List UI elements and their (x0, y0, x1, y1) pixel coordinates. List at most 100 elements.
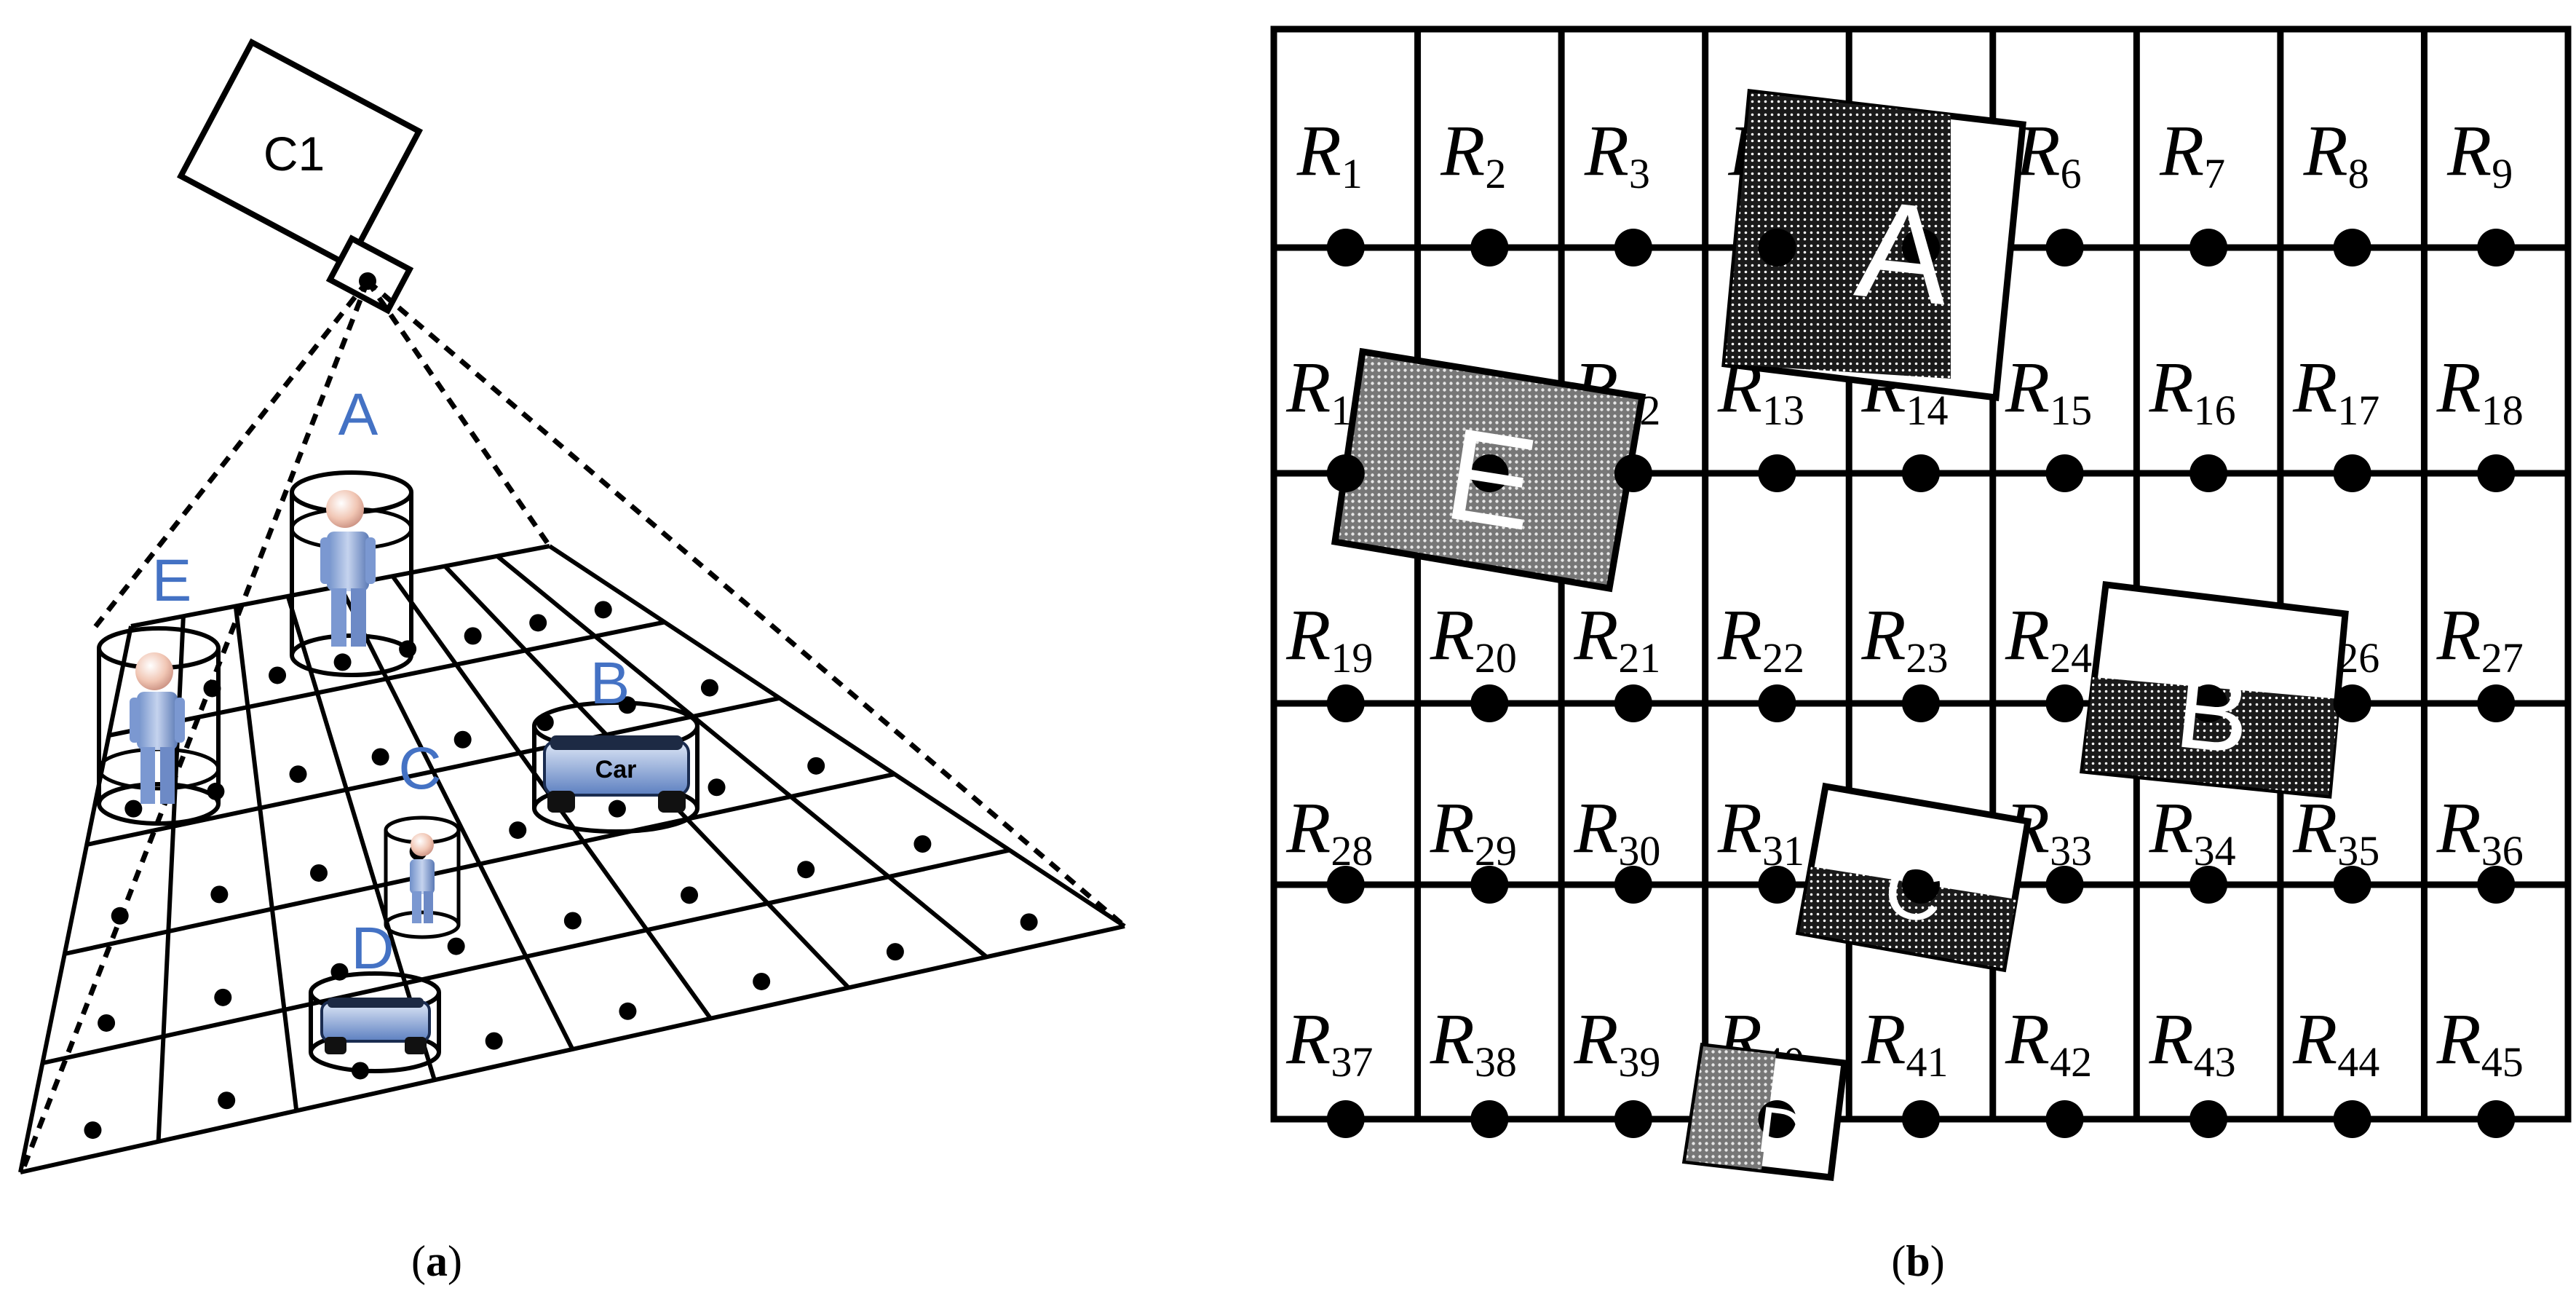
region-label: R18 (2436, 347, 2524, 434)
grid-point (608, 799, 626, 818)
camera-field-of-view (19, 279, 1127, 1174)
region-center-point (1902, 1100, 1940, 1138)
region-center-point (1902, 454, 1940, 492)
region-center-point (1758, 454, 1796, 492)
region-label: R44 (2292, 998, 2379, 1086)
region-label: R28 (1285, 787, 1373, 874)
region-center-point (2333, 229, 2371, 266)
camera-c1: C1 (176, 38, 424, 315)
object-b-label: B (590, 650, 630, 716)
object-c-person (384, 816, 461, 939)
region-label: R43 (2149, 998, 2236, 1086)
grid-point (447, 937, 465, 955)
grid-point (594, 601, 612, 619)
region-label: R15 (2005, 347, 2092, 434)
region-center-point (1326, 454, 1365, 492)
grid-point (509, 821, 527, 840)
ground-plane-grid (18, 544, 1126, 1174)
region-center-point (1470, 1100, 1509, 1138)
fov-line (365, 279, 1127, 928)
region-center-point (1326, 229, 1365, 266)
region-center-point (2333, 1100, 2371, 1138)
grid-point (708, 778, 726, 797)
grid-point (218, 1091, 236, 1110)
region-center-point (1470, 454, 1509, 492)
region-center-point (2477, 1100, 2516, 1138)
region-label: R23 (1860, 594, 1948, 682)
object-d-label: D (351, 915, 394, 982)
region-center-point (1902, 684, 1940, 722)
region-center-point (2045, 1100, 2084, 1138)
grid-point (797, 861, 815, 879)
grid-line (233, 606, 299, 1111)
grid-line (20, 924, 1125, 1174)
region-label: R1 (1296, 110, 1363, 197)
car-icon (320, 998, 431, 1054)
region-label: R8 (2303, 110, 2369, 197)
region-label: R36 (2436, 787, 2524, 874)
grid-line (86, 695, 780, 847)
object-d-car (309, 971, 441, 1073)
person-figure-icon (320, 490, 376, 647)
grid-line (548, 544, 1126, 928)
object-e-person (97, 626, 221, 826)
grid-point (886, 943, 904, 961)
object-a-person (290, 470, 413, 677)
grid-line (41, 848, 1010, 1065)
region-label: R34 (2149, 787, 2236, 874)
fov-line (92, 279, 370, 630)
panel-a-caption: (a) (411, 1237, 462, 1285)
region-center-point (2189, 229, 2228, 266)
region-label: R2 (1440, 110, 1506, 197)
region-label: R27 (2436, 594, 2524, 682)
grid-point (700, 679, 718, 697)
grid-point (333, 653, 352, 671)
grid-point (98, 1014, 116, 1032)
grid-point (753, 972, 771, 990)
object-e-label: E (152, 548, 192, 614)
region-label: R20 (1430, 594, 1517, 682)
region-center-point (2333, 454, 2371, 492)
region-center-point (1902, 866, 1940, 904)
car-label: Car (595, 756, 637, 783)
object-c-letter: C (1878, 842, 1949, 940)
region-center-point (2189, 454, 2228, 492)
region-center-point (1758, 1100, 1796, 1138)
region-center-point (1902, 229, 1940, 266)
fov-line (365, 280, 552, 548)
region-label: R42 (2005, 998, 2092, 1086)
region-center-point (1614, 684, 1652, 722)
grid-point (371, 748, 389, 766)
region-label: R17 (2292, 347, 2379, 434)
grid-line (108, 620, 665, 738)
region-center-point (1614, 229, 1652, 266)
region-center-point (1326, 684, 1365, 722)
grid-point (214, 988, 232, 1006)
region-center-point (2189, 1100, 2228, 1138)
region-center-point (1614, 866, 1652, 904)
grid-line (64, 772, 895, 956)
grid-line (496, 554, 988, 959)
car-icon (543, 735, 690, 813)
camera-body (176, 38, 424, 269)
panel-a-scene-perspective: C1 E (18, 38, 1127, 1285)
grid-line (338, 585, 575, 1051)
region-center-point (1470, 684, 1509, 722)
object-a-label: A (338, 382, 379, 448)
person-figure-icon (130, 652, 185, 804)
object-a-letter: A (1850, 171, 1957, 334)
region-center-point (2333, 684, 2371, 722)
grid-point (269, 666, 287, 684)
region-label: R7 (2159, 110, 2225, 197)
grid-point (111, 907, 129, 925)
object-c-label: C (398, 735, 441, 802)
region-label: R38 (1430, 998, 1517, 1086)
region-label: R16 (2149, 347, 2236, 434)
grid-line (18, 625, 133, 1173)
grid-point (464, 627, 482, 645)
region-center-point (2477, 454, 2516, 492)
ground-grid-points (84, 601, 1038, 1140)
grid-point (309, 864, 328, 882)
region-label: R19 (1285, 594, 1373, 682)
region-center-point (2477, 866, 2516, 904)
